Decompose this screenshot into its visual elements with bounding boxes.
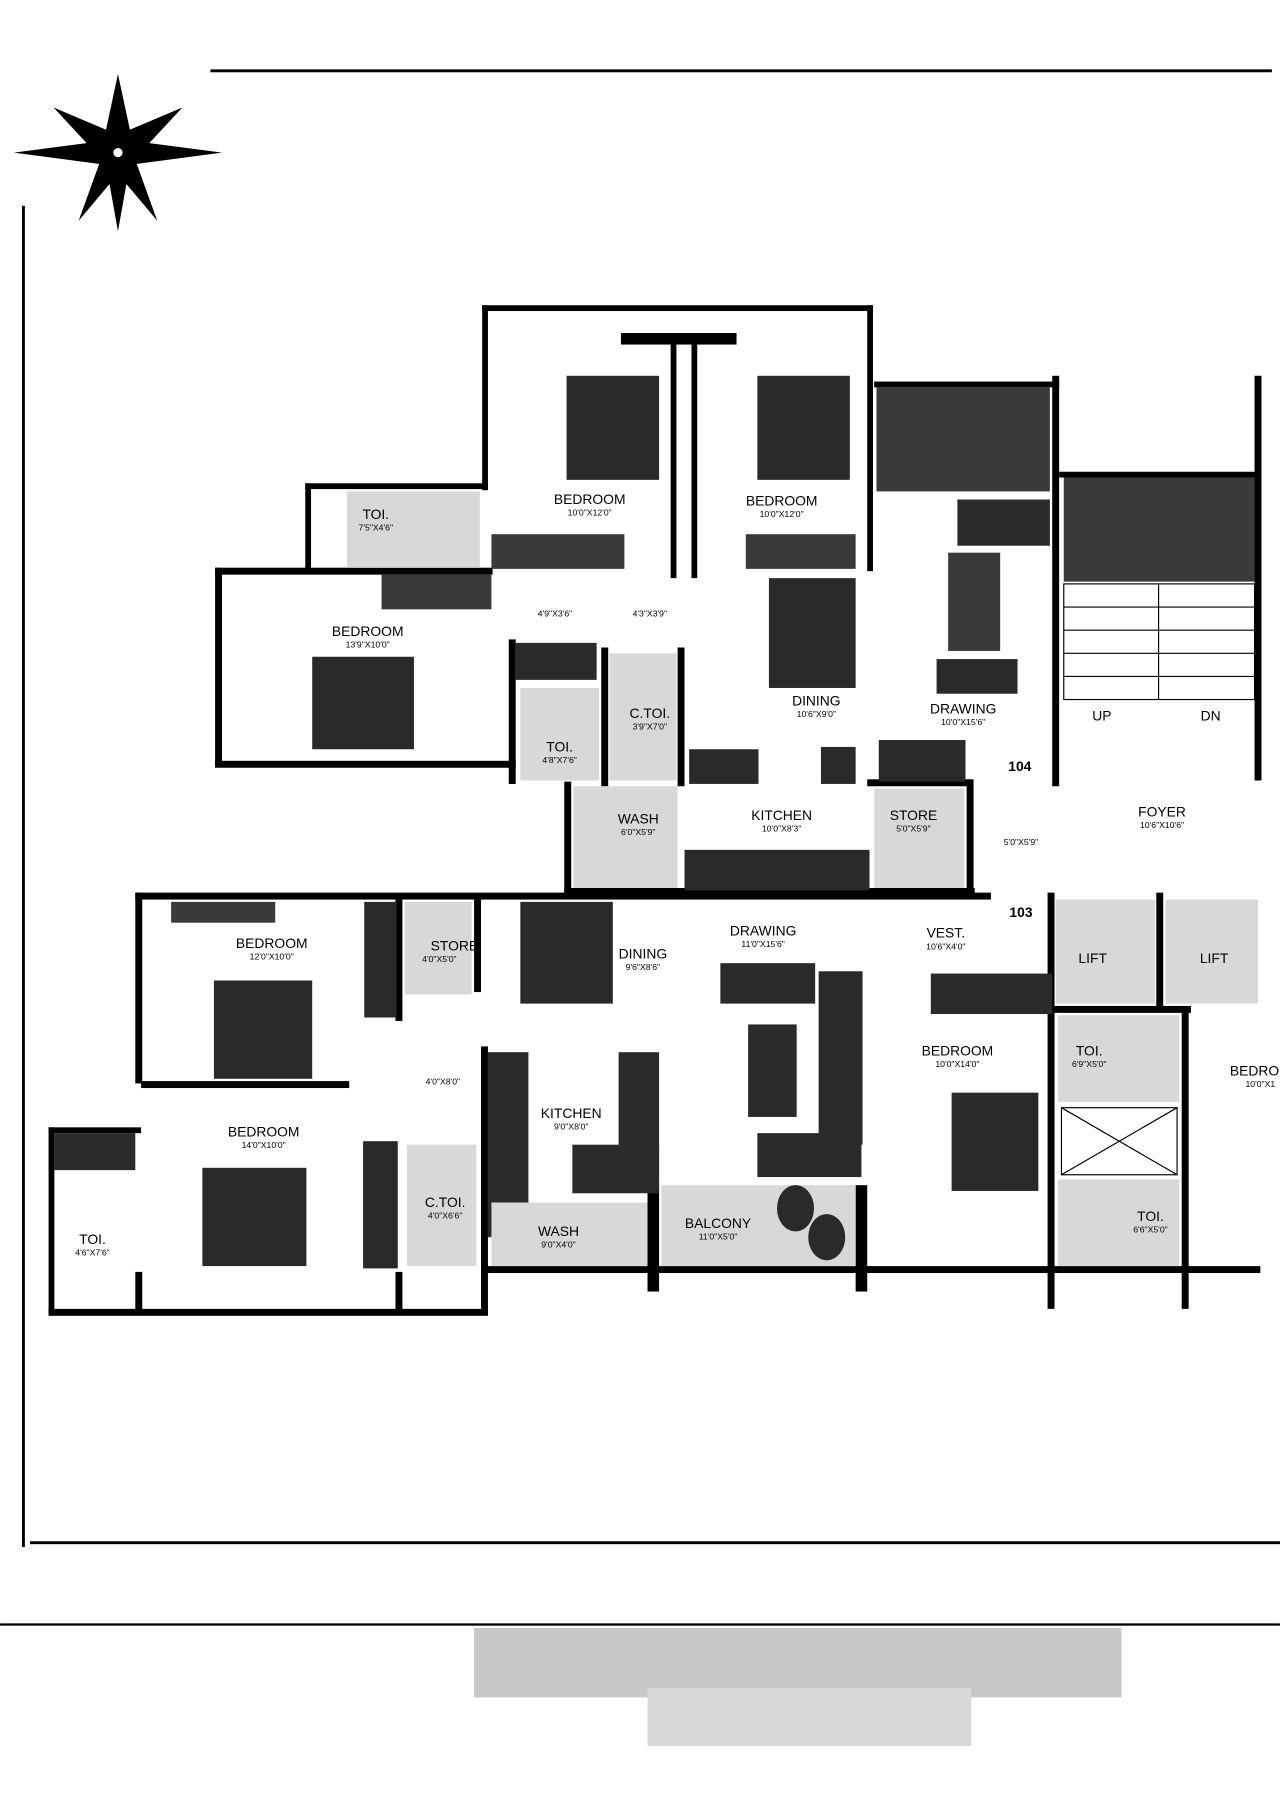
room-label: BEDRO bbox=[1230, 1062, 1280, 1078]
room-label: BALCONY bbox=[685, 1215, 751, 1231]
room-label: TOI. bbox=[1137, 1208, 1164, 1224]
room-size: 5'0"X5'9" bbox=[896, 823, 930, 833]
shaft bbox=[1060, 1107, 1178, 1176]
room-size: 6'0"X5'9" bbox=[621, 827, 655, 837]
room-size: 10'0"X15'6" bbox=[941, 717, 985, 727]
room-size: 13'9"X10'0" bbox=[346, 640, 390, 650]
leaf-star-logo-icon bbox=[13, 74, 223, 232]
room-size: 9'0"X4'0" bbox=[541, 1240, 575, 1250]
lift-label: LIFT bbox=[1078, 950, 1107, 966]
room-size: 4'0"X5'0" bbox=[422, 954, 456, 964]
room-size: 10'6"X4'0" bbox=[926, 941, 965, 951]
room-label: TOI. bbox=[546, 739, 573, 755]
unit-103-labels: 103 BEDROOM 12'0"X10'0" STORE 4'0"X5'0" … bbox=[75, 904, 1279, 1258]
room-label: BEDROOM bbox=[332, 623, 404, 639]
room-size: 4'0"X6'6" bbox=[428, 1211, 462, 1221]
staircase bbox=[1063, 583, 1256, 701]
room-size: 10'6"X9'0" bbox=[797, 709, 836, 719]
room-label: STORE bbox=[890, 807, 938, 823]
room-size: 4'8"X7'6" bbox=[542, 755, 576, 765]
room-size: 6'9"X5'0" bbox=[1072, 1059, 1106, 1069]
room-label: BEDROOM bbox=[746, 492, 818, 508]
room-size: 9'6"X8'6" bbox=[626, 962, 660, 972]
stairs-up-label: UP bbox=[1092, 707, 1111, 723]
common-area-labels: 5'0"X5'9" FOYER 10'6"X10'6" UP DN LIFT L… bbox=[1004, 707, 1229, 966]
room-label: TOI. bbox=[79, 1231, 106, 1247]
unit-104-walls bbox=[215, 305, 1262, 895]
passage-size: 4'0"X8'0" bbox=[426, 1077, 460, 1087]
room-label: BEDROOM bbox=[554, 491, 626, 507]
room-label: TOI. bbox=[1076, 1043, 1103, 1059]
room-size: 9'0"X8'0" bbox=[554, 1122, 588, 1132]
room-label: VEST. bbox=[927, 925, 966, 941]
passage-size: 4'9"X3'6" bbox=[538, 608, 572, 618]
room-label: KITCHEN bbox=[751, 807, 812, 823]
unit-104-furniture bbox=[312, 375, 1256, 891]
unit-number: 104 bbox=[1008, 758, 1031, 774]
room-size: 10'0"X12'0" bbox=[568, 508, 612, 518]
stairs-down-label: DN bbox=[1201, 707, 1221, 723]
foyer-label: FOYER bbox=[1138, 803, 1186, 819]
room-size: 14'0"X10'0" bbox=[242, 1140, 286, 1150]
passage-size: 4'3"X3'9" bbox=[633, 608, 667, 618]
room-size: 7'5"X4'6" bbox=[359, 523, 393, 533]
room-size: 4'6"X7'6" bbox=[75, 1248, 109, 1258]
room-size: 12'0"X10'0" bbox=[250, 952, 294, 962]
room-size: 10'0"X12'0" bbox=[760, 509, 804, 519]
room-size: 10'0"X8'3" bbox=[762, 823, 801, 833]
unit-103-walls bbox=[48, 892, 1261, 1316]
room-label: DRAWING bbox=[930, 700, 996, 716]
foyer-size: 10'6"X10'6" bbox=[1140, 820, 1184, 830]
unit-104-labels: 104 TOI. 7'5"X4'6" BEDROOM 10'0"X12'0" B… bbox=[332, 491, 1032, 837]
room-size: 10'0"X1 bbox=[1245, 1079, 1275, 1089]
lift-label: LIFT bbox=[1200, 950, 1229, 966]
vest-size: 5'0"X5'9" bbox=[1004, 837, 1038, 847]
room-label: DINING bbox=[792, 692, 841, 708]
room-size: 10'0"X14'0" bbox=[935, 1059, 979, 1069]
unit-number: 103 bbox=[1009, 904, 1032, 920]
room-label: WASH bbox=[618, 810, 659, 826]
room-label: STORE bbox=[431, 937, 479, 953]
room-size: 11'0"X5'0" bbox=[699, 1232, 738, 1242]
room-label: DRAWING bbox=[730, 922, 796, 938]
room-label: BEDROOM bbox=[922, 1043, 994, 1059]
page-frame bbox=[0, 69, 1280, 1746]
room-label: KITCHEN bbox=[541, 1105, 602, 1121]
room-label: C.TOI. bbox=[425, 1194, 466, 1210]
room-label: DINING bbox=[619, 946, 668, 962]
unit-103-furniture bbox=[54, 899, 1259, 1269]
room-size: 11'0"X15'6" bbox=[741, 939, 784, 949]
room-size: 6'6"X5'0" bbox=[1133, 1225, 1167, 1235]
room-label: WASH bbox=[538, 1223, 579, 1239]
room-label: BEDROOM bbox=[228, 1124, 300, 1140]
room-label: TOI. bbox=[362, 506, 389, 522]
room-label: BEDROOM bbox=[236, 935, 308, 951]
room-size: 3'9"X7'0" bbox=[633, 722, 667, 732]
room-label: C.TOI. bbox=[630, 705, 671, 721]
